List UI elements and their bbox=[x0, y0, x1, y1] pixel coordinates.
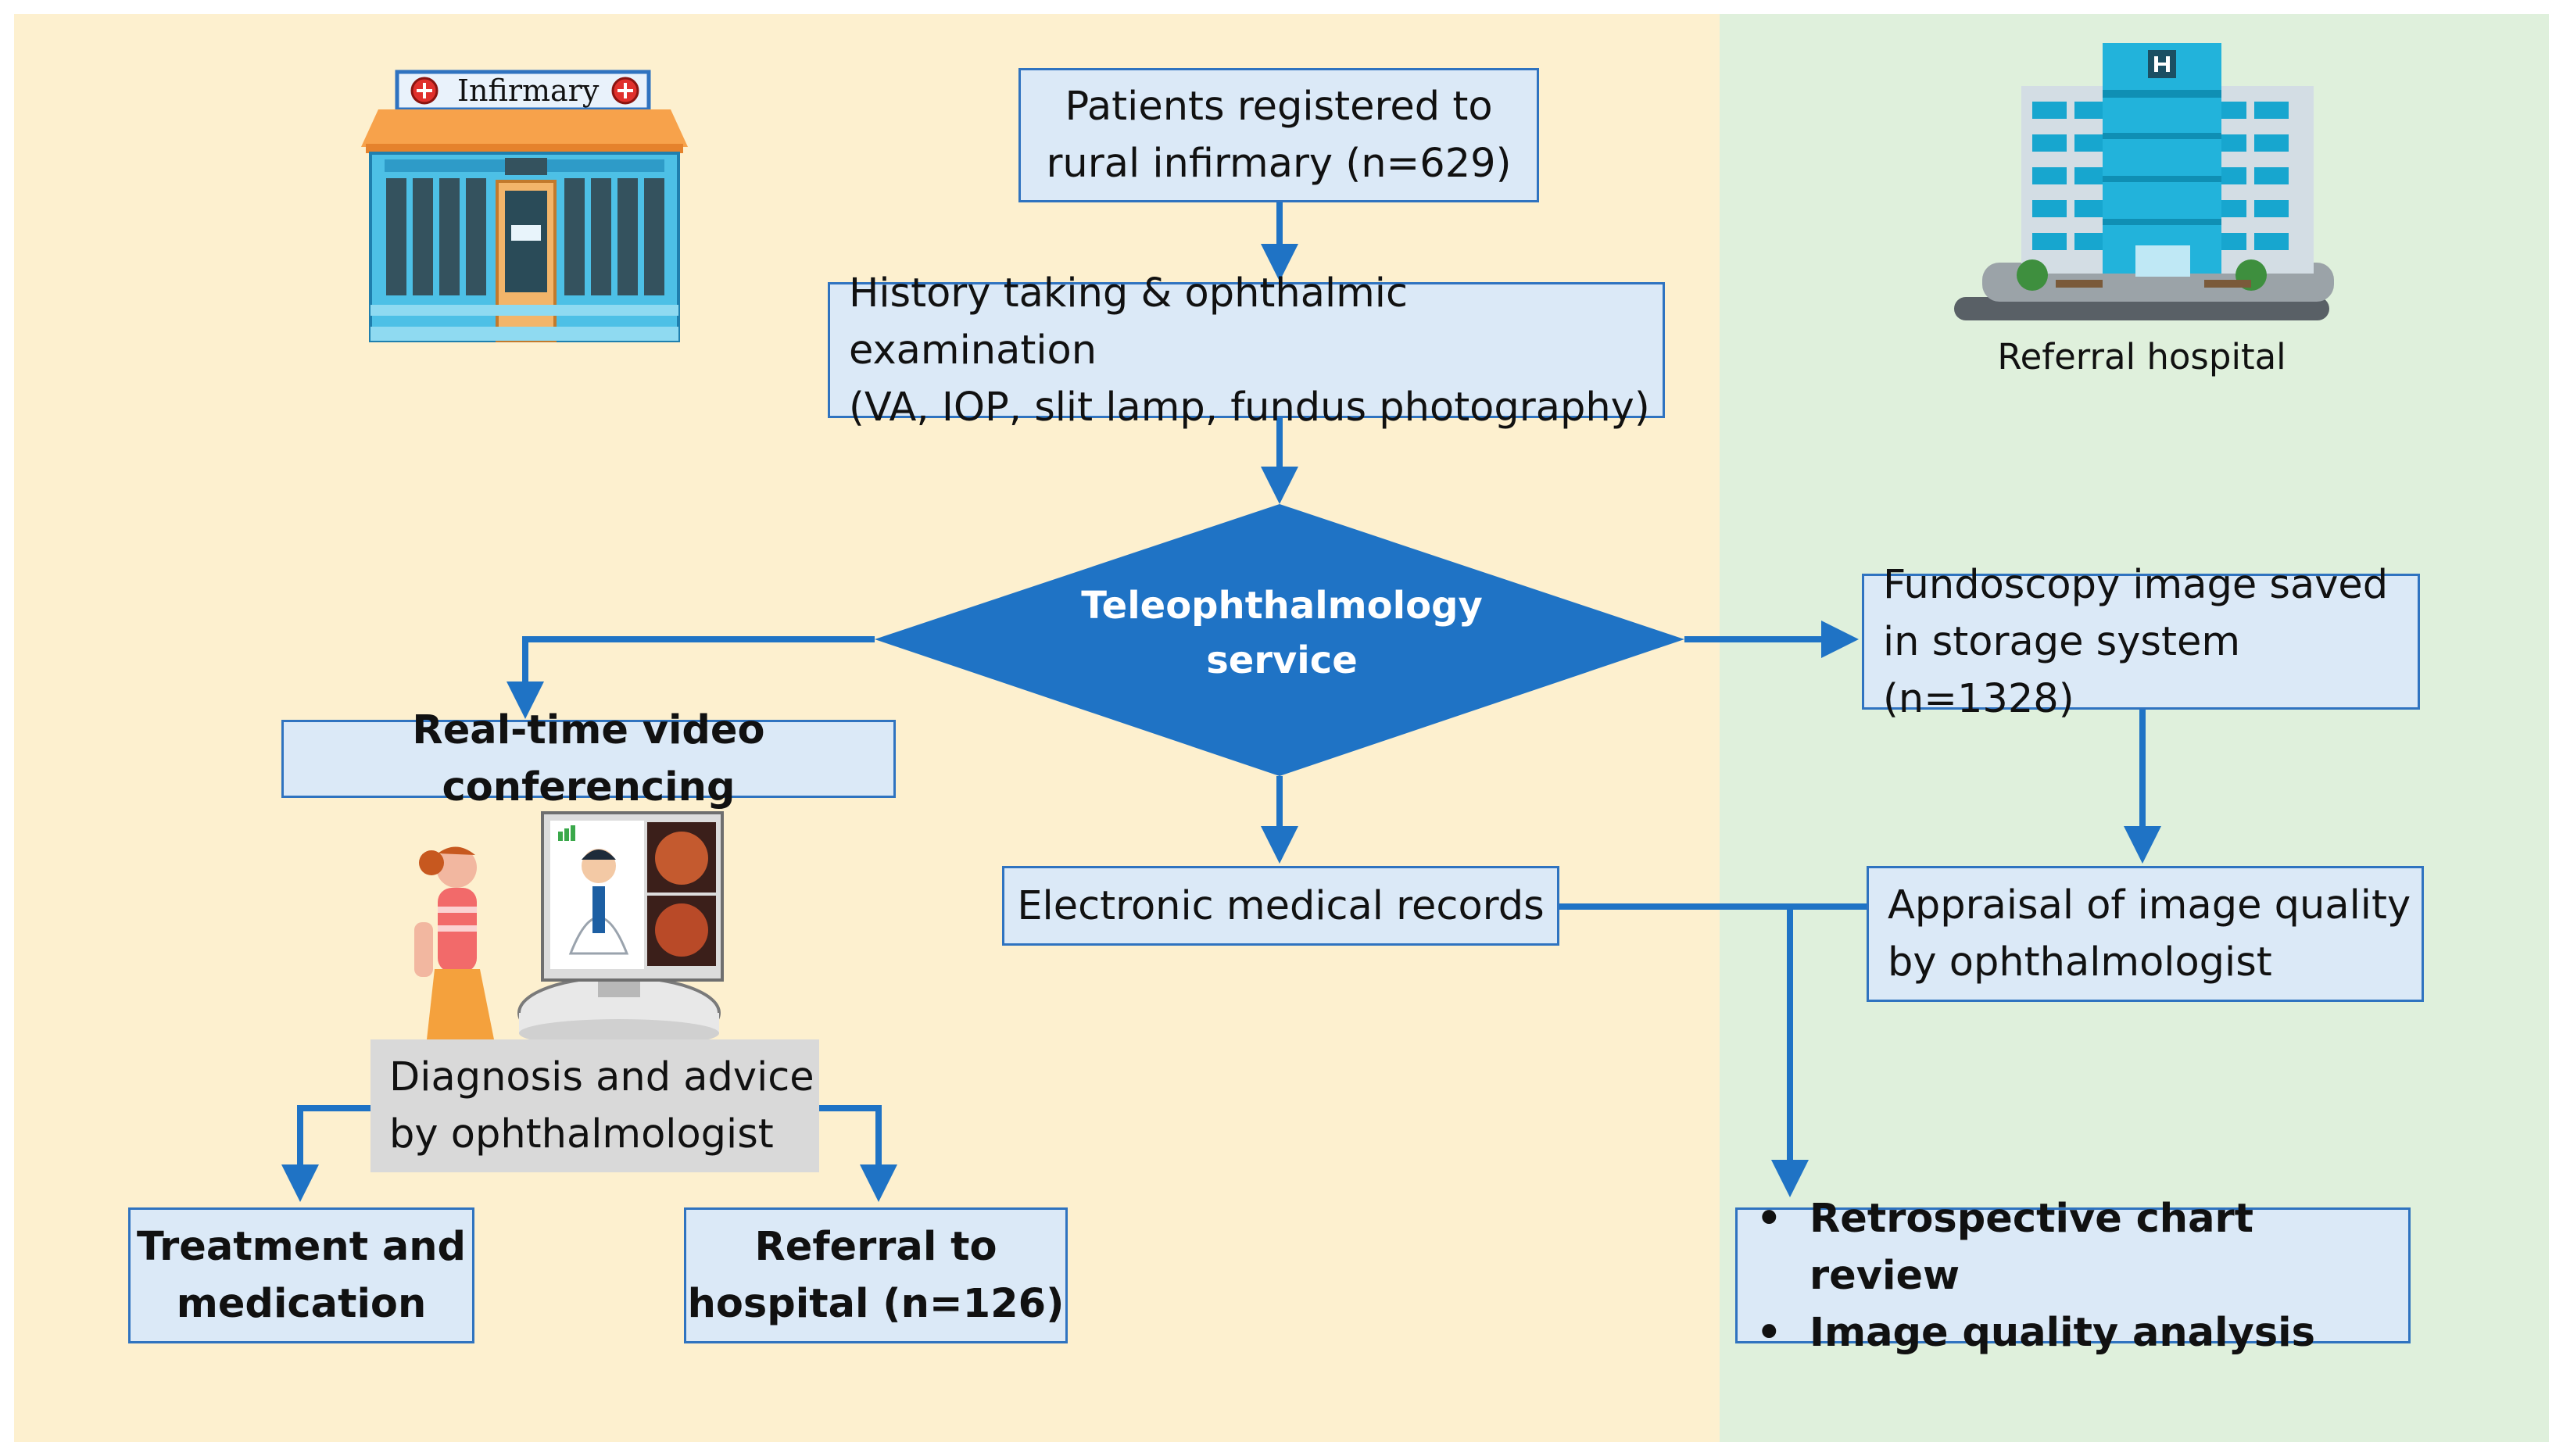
patients-line-2: rural infirmary (n=629) bbox=[1046, 141, 1512, 187]
appraisal-line-1: Appraisal of image quality bbox=[1888, 882, 2411, 928]
outcome-item: Image quality analysis bbox=[1753, 1304, 2408, 1361]
teleophthalmology-service-label: Teleophthalmology service bbox=[875, 578, 1688, 688]
video-label: Real-time video conferencing bbox=[412, 707, 765, 810]
diagnosis-line-1: Diagnosis and advice bbox=[389, 1054, 814, 1100]
video-conferencing-box: Real-time video conferencing bbox=[281, 707, 896, 810]
emr-label: Electronic medical records bbox=[1017, 882, 1545, 929]
arrow-diagnosis-to-referral bbox=[819, 1105, 897, 1202]
patients-line-1: Patients registered to bbox=[1065, 84, 1493, 130]
treatment-line-1: Treatment and bbox=[136, 1224, 467, 1270]
infirmary-building-icon bbox=[361, 70, 688, 342]
patients-registered-box: Patients registered to rural infirmary (… bbox=[1018, 68, 1539, 202]
treatment-box: Treatment and medication bbox=[128, 1207, 474, 1343]
appraisal-box: Appraisal of image quality by ophthalmol… bbox=[1867, 866, 2424, 1002]
teleophthalmology-diamond bbox=[875, 504, 1684, 776]
arrow-diagnosis-to-treatment bbox=[281, 1105, 370, 1202]
fundoscopy-line-1: Fundoscopy image saved bbox=[1883, 561, 2389, 608]
history-taking-box: History taking & ophthalmic examination … bbox=[828, 270, 1665, 431]
diagnosis-box: Diagnosis and advice by ophthalmologist bbox=[370, 1039, 819, 1172]
referral-box: Referral to hospital (n=126) bbox=[684, 1207, 1068, 1343]
history-line-1: History taking & ophthalmic examination bbox=[849, 270, 1409, 374]
service-line-2: service bbox=[1206, 639, 1358, 682]
outcomes-box: Retrospective chart review Image quality… bbox=[1735, 1190, 2411, 1361]
emr-box: Electronic medical records bbox=[1002, 866, 1559, 946]
video-consultation-icon bbox=[414, 811, 724, 1050]
fundoscopy-line-2: in storage system (n=1328) bbox=[1883, 618, 2241, 722]
history-line-2: (VA, IOP, slit lamp, fundus photography) bbox=[849, 384, 1650, 431]
referral-hospital-label: Referral hospital bbox=[1997, 336, 2286, 377]
referral-line-2: hospital (n=126) bbox=[687, 1281, 1065, 1327]
arrow-service-to-video bbox=[507, 636, 875, 719]
appraisal-line-2: by ophthalmologist bbox=[1888, 939, 2272, 986]
fundoscopy-box: Fundoscopy image saved in storage system… bbox=[1862, 562, 2420, 722]
hospital-building-icon bbox=[1954, 43, 2334, 320]
referral-line-1: Referral to bbox=[754, 1224, 997, 1270]
outcomes-list: Retrospective chart review Image quality… bbox=[1753, 1190, 2408, 1361]
diagnosis-line-2: by ophthalmologist bbox=[389, 1111, 774, 1157]
outcome-item: Retrospective chart review bbox=[1753, 1190, 2408, 1304]
treatment-line-2: medication bbox=[176, 1281, 427, 1327]
infirmary-sign: Infirmary bbox=[457, 73, 600, 108]
service-line-1: Teleophthalmology bbox=[1081, 584, 1483, 628]
connectors bbox=[281, 202, 2161, 1202]
